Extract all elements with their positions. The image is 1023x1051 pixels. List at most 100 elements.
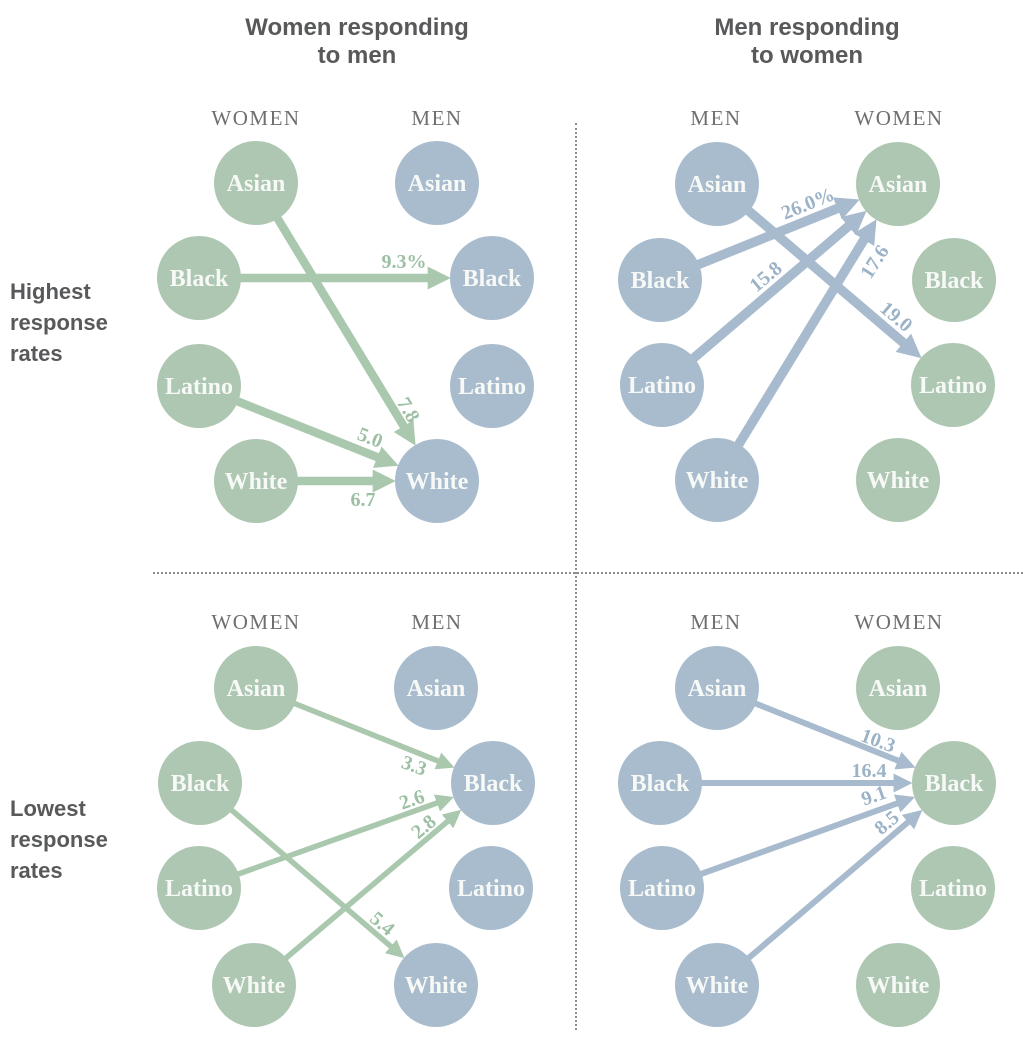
node-label: Latino xyxy=(165,876,233,902)
arrow-men-asian-to-women-black xyxy=(747,697,916,770)
node-highest-men-to-women-men-black xyxy=(618,238,702,322)
arrow-women-black-to-men-white xyxy=(224,803,405,959)
node-label: White xyxy=(406,469,469,495)
node-label: Latino xyxy=(628,876,696,902)
column-header: WOMEN xyxy=(211,106,300,130)
node-label: Black xyxy=(925,771,984,797)
node-label: Latino xyxy=(457,876,525,902)
node-label: Asian xyxy=(869,172,928,198)
node-highest-women-to-men-men-asian xyxy=(395,141,479,225)
arrow-women-latino-to-men-black xyxy=(230,794,454,880)
node-label: White xyxy=(225,469,288,495)
node-lowest-women-to-men-women-latino xyxy=(157,846,241,930)
node-label: Black xyxy=(463,266,522,292)
node-lowest-women-to-men-men-latino xyxy=(449,846,533,930)
node-highest-men-to-women-men-asian xyxy=(675,142,759,226)
node-label: Black xyxy=(925,268,984,294)
divider-vertical-dotted xyxy=(575,123,577,1030)
arrow-men-latino-to-women-asian xyxy=(684,210,867,367)
node-lowest-women-to-men-women-white xyxy=(212,943,296,1027)
node-label: White xyxy=(686,973,749,999)
arrow-value-label: 19.0 xyxy=(876,297,917,336)
arrow-men-asian-to-women-latino xyxy=(739,202,922,359)
node-highest-women-to-men-women-asian xyxy=(214,141,298,225)
node-lowest-men-to-women-men-asian xyxy=(675,646,759,730)
node-lowest-women-to-men-women-black xyxy=(158,741,242,825)
row-label-highest-response-rates: Highest response rates xyxy=(10,279,108,366)
node-label: White xyxy=(686,468,749,494)
node-label: White xyxy=(223,973,286,999)
node-label: Latino xyxy=(165,374,233,400)
node-lowest-men-to-women-men-white xyxy=(675,943,759,1027)
column-header: WOMEN xyxy=(854,106,943,130)
column-header: WOMEN xyxy=(854,610,943,634)
arrow-value-label: 9.3% xyxy=(382,251,427,273)
arrow-value-label: 16.4 xyxy=(852,760,887,782)
node-lowest-men-to-women-women-white xyxy=(856,943,940,1027)
node-label: White xyxy=(867,973,930,999)
node-highest-women-to-men-men-latino xyxy=(450,344,534,428)
arrow-women-white-to-men-black xyxy=(278,809,462,966)
title-men-responding-to-women: Men responding to women xyxy=(714,14,900,69)
node-lowest-men-to-women-men-latino xyxy=(620,846,704,930)
node-lowest-women-to-men-women-asian xyxy=(214,646,298,730)
arrow-women-asian-to-men-white xyxy=(270,209,416,446)
node-label: Asian xyxy=(227,171,286,197)
arrow-women-asian-to-men-black xyxy=(286,698,455,770)
node-lowest-men-to-women-men-black xyxy=(618,741,702,825)
node-lowest-women-to-men-men-asian xyxy=(394,646,478,730)
node-highest-women-to-men-men-black xyxy=(450,236,534,320)
divider-horizontal-dotted xyxy=(153,572,1023,574)
node-label: White xyxy=(405,973,468,999)
node-label: Black xyxy=(631,268,690,294)
node-highest-women-to-men-women-latino xyxy=(157,344,241,428)
node-lowest-men-to-women-women-latino xyxy=(911,846,995,930)
node-label: Asian xyxy=(688,172,747,198)
node-label: Black xyxy=(631,771,690,797)
arrow-women-latino-to-men-white xyxy=(229,394,399,468)
node-lowest-men-to-women-women-asian xyxy=(856,646,940,730)
column-header: MEN xyxy=(411,106,462,130)
node-highest-men-to-women-women-latino xyxy=(911,343,995,427)
node-highest-men-to-women-men-white xyxy=(675,438,759,522)
panel-lowest-women-to-men: AsianBlackLatinoWhiteAsianBlackLatinoWhi… xyxy=(157,610,535,1027)
arrow-value-label: 15.8 xyxy=(746,257,787,296)
node-label: Asian xyxy=(227,676,286,702)
node-highest-men-to-women-women-white xyxy=(856,438,940,522)
row-label-lowest-response-rates: Lowest response rates xyxy=(10,796,108,883)
node-label: Latino xyxy=(628,373,696,399)
arrow-men-black-to-women-asian xyxy=(689,197,860,272)
node-highest-men-to-women-women-black xyxy=(912,238,996,322)
node-label: Black xyxy=(170,266,229,292)
arrow-men-latino-to-women-black xyxy=(692,794,916,880)
column-header: MEN xyxy=(690,610,741,634)
node-highest-women-to-men-men-white xyxy=(395,439,479,523)
node-label: Black xyxy=(171,771,230,797)
node-lowest-women-to-men-men-black xyxy=(451,741,535,825)
node-label: Asian xyxy=(407,676,466,702)
node-highest-men-to-women-women-asian xyxy=(856,142,940,226)
arrow-value-label: 6.7 xyxy=(351,489,376,511)
title-women-responding-to-men: Women responding to men xyxy=(245,14,469,69)
column-header: WOMEN xyxy=(211,610,300,634)
node-lowest-women-to-men-men-white xyxy=(394,943,478,1027)
node-label: Latino xyxy=(919,373,987,399)
node-label: Asian xyxy=(869,676,928,702)
arrow-men-white-to-women-black xyxy=(740,809,923,966)
node-label: White xyxy=(867,468,930,494)
node-highest-women-to-men-women-white xyxy=(214,439,298,523)
column-header: MEN xyxy=(690,106,741,130)
arrow-value-label: 5.4 xyxy=(365,908,398,941)
node-label: Latino xyxy=(458,374,526,400)
node-highest-women-to-men-women-black xyxy=(157,236,241,320)
node-highest-men-to-women-men-latino xyxy=(620,343,704,427)
arrow-men-white-to-women-asian xyxy=(730,219,877,454)
arrow-value-label: 2.8 xyxy=(407,811,440,844)
node-label: Asian xyxy=(688,676,747,702)
node-label: Latino xyxy=(919,876,987,902)
node-label: Asian xyxy=(408,171,467,197)
